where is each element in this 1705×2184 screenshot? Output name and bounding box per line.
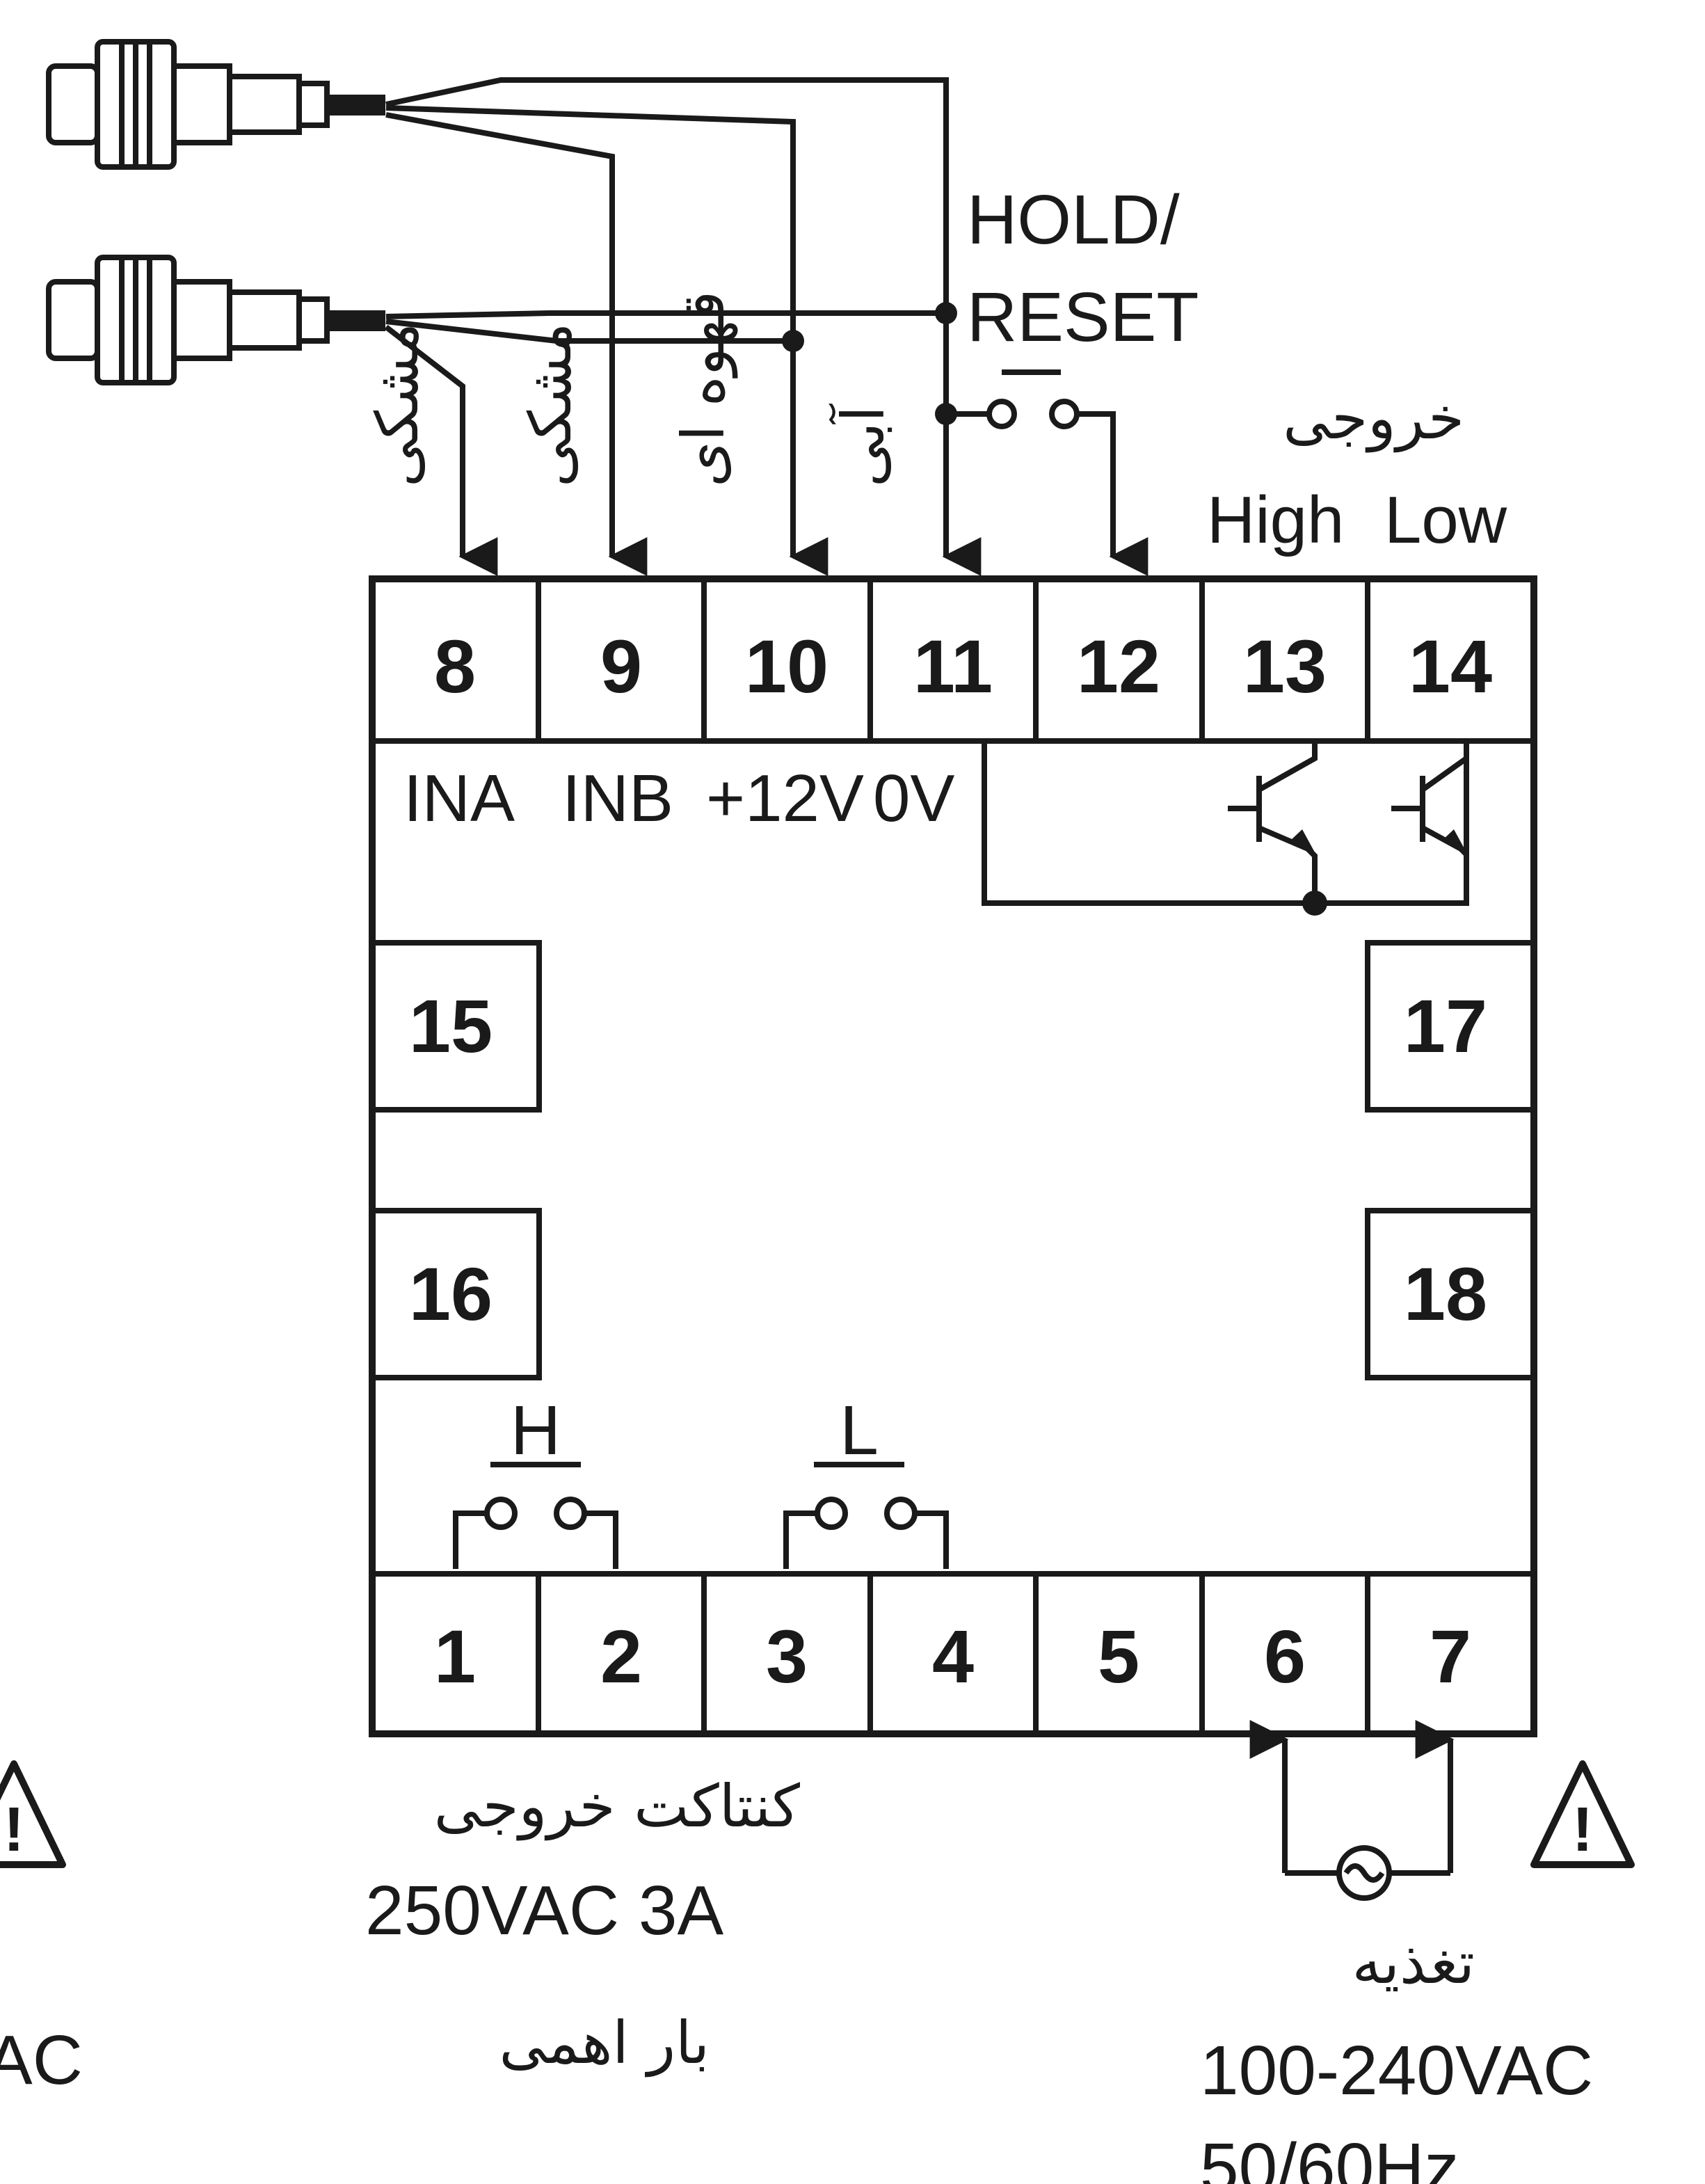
hold-label: HOLD/ <box>967 181 1180 259</box>
terminal-13: 13 <box>1243 624 1327 708</box>
terminal-10: 10 <box>745 624 829 708</box>
terminal-18: 18 <box>1404 1252 1487 1336</box>
output-title: خروجی <box>1283 384 1464 453</box>
contact-output-rating: 250VAC 3A <box>365 1872 723 1950</box>
wire-label-inb: مشکی <box>516 323 584 487</box>
terminal-17: 17 <box>1404 984 1487 1068</box>
input-label-inb: INB <box>562 761 673 836</box>
switch-icon <box>453 1497 618 1569</box>
junction-dot <box>935 403 957 425</box>
power-wires <box>1249 1720 1455 1876</box>
power-supply-frequency: 50/60Hz <box>1200 2129 1459 2184</box>
output-low: Low <box>1384 483 1507 557</box>
relay-label-l: L <box>840 1392 879 1469</box>
input-label-ina: INA <box>403 761 515 836</box>
power-supply-title: تغذیه <box>1352 1929 1475 1997</box>
ac-source-icon <box>1336 1845 1392 1901</box>
terminal-14: 14 <box>1409 624 1492 708</box>
input-label-0v: 0V <box>873 761 954 836</box>
switch-icon <box>783 1497 949 1569</box>
terminal-6: 6 <box>1264 1614 1306 1698</box>
junction-dot <box>782 330 804 352</box>
terminal-1: 1 <box>434 1614 476 1698</box>
side-terminals <box>369 940 1537 1380</box>
terminal-7: 7 <box>1430 1614 1471 1698</box>
wire-label-0v: آبی <box>829 404 897 487</box>
contact-output-load: بار اهمی <box>499 2009 710 2078</box>
terminal-15: 15 <box>409 984 493 1068</box>
warning-icon: ! <box>0 1760 66 1868</box>
contact-output-title: کنتاکت خروجی <box>434 1772 800 1841</box>
svg-text:!: ! <box>1572 1795 1593 1865</box>
terminal-4: 4 <box>932 1614 974 1698</box>
transistor-icon <box>1228 741 1318 903</box>
terminal-12: 12 <box>1077 624 1160 708</box>
junction-dot <box>1302 891 1327 916</box>
power-supply-voltage: 100-240VAC <box>1200 2032 1593 2110</box>
relay-label-h: H <box>511 1392 561 1469</box>
terminal-5: 5 <box>1098 1614 1139 1698</box>
terminal-16: 16 <box>409 1252 493 1336</box>
cutoff-left-text: AC <box>0 2021 83 2099</box>
reset-label: RESET <box>967 278 1199 356</box>
terminal-8: 8 <box>434 624 476 708</box>
sensor-icon <box>46 255 385 385</box>
wire-label-ina: مشکی <box>363 323 431 487</box>
svg-text:!: ! <box>3 1795 24 1865</box>
output-high: High <box>1207 483 1344 557</box>
transistor-outputs <box>982 741 1469 906</box>
top-terminal-row <box>372 579 1534 744</box>
junction-dot <box>935 302 957 324</box>
terminal-9: 9 <box>600 624 642 708</box>
sensor-icon <box>46 39 385 170</box>
input-label-12v: +12V <box>706 761 864 836</box>
terminal-2: 2 <box>600 1614 642 1698</box>
bottom-terminal-row <box>372 1571 1534 1734</box>
wire-label-12v: قهوه ای <box>669 291 738 487</box>
terminal-11: 11 <box>913 624 993 708</box>
device-body <box>369 575 1537 1737</box>
terminal-3: 3 <box>766 1614 808 1698</box>
warning-icon: ! <box>1530 1760 1635 1868</box>
